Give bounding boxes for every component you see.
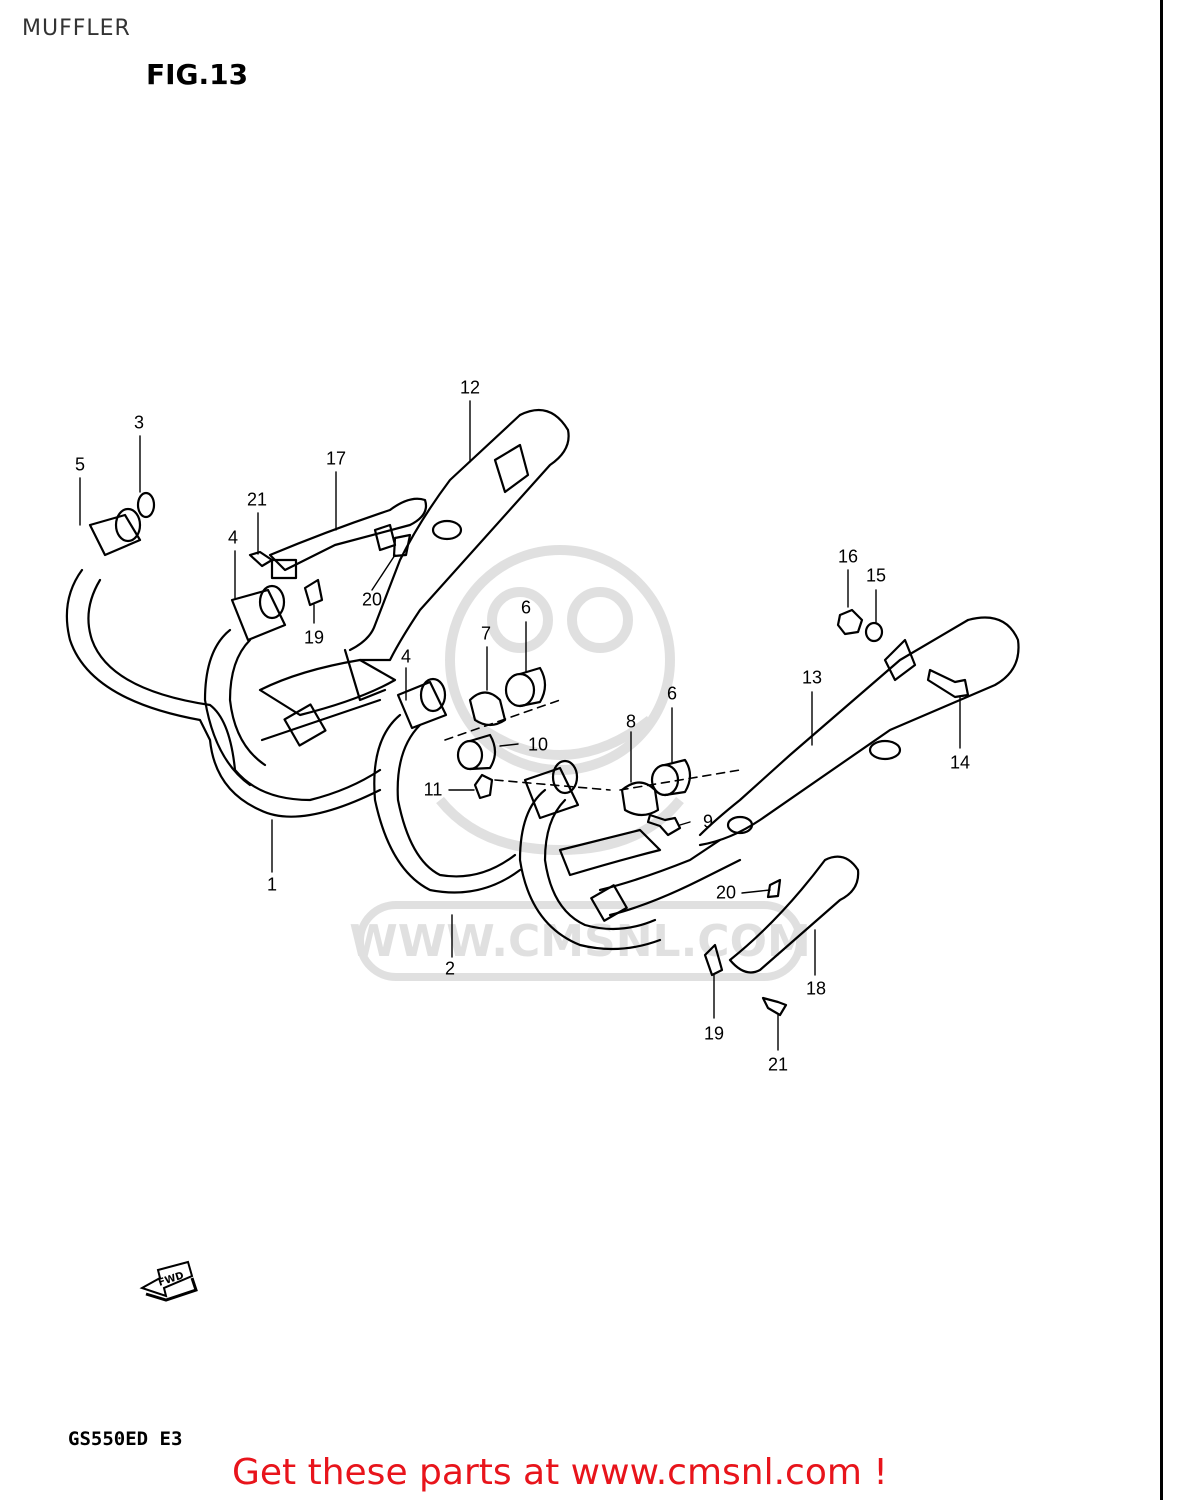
callout-6a: 6 — [520, 597, 532, 618]
callout-14: 14 — [949, 752, 971, 773]
figure-label: FIG.13 — [146, 58, 249, 91]
callout-19a: 19 — [303, 627, 325, 648]
damper-10 — [456, 733, 497, 771]
callout-18: 18 — [805, 978, 827, 999]
callout-11: 11 — [423, 779, 443, 800]
callout-9: 9 — [702, 811, 714, 832]
leader-lines — [79, 400, 961, 1051]
callout-19b: 19 — [703, 1023, 725, 1044]
callout-10: 10 — [527, 734, 549, 755]
bracket-19a — [303, 578, 324, 607]
bolt-11 — [473, 773, 494, 800]
joint-5 — [88, 507, 142, 557]
callout-7: 7 — [480, 623, 492, 644]
page-title: MUFFLER — [22, 16, 131, 41]
exhaust-pipe-1 — [65, 568, 397, 818]
callout-4b: 4 — [400, 646, 412, 667]
gasket-3 — [136, 491, 156, 519]
clamp-8 — [620, 781, 660, 817]
callout-21b: 21 — [767, 1054, 789, 1075]
callout-4a: 4 — [227, 527, 239, 548]
bracket-20a — [392, 533, 412, 558]
model-code: GS550ED E3 — [68, 1428, 183, 1450]
alignment-lines — [444, 699, 741, 791]
cover-17 — [268, 497, 428, 580]
joint-4c — [523, 759, 580, 820]
muffler-13 — [698, 616, 1020, 847]
callout-17: 17 — [325, 448, 347, 469]
bolt-21a — [248, 550, 274, 568]
callout-13: 13 — [801, 667, 823, 688]
sleeve-6b — [650, 758, 692, 797]
bolt-21b — [761, 996, 788, 1017]
callout-20b: 20 — [715, 882, 737, 903]
fwd-arrow-icon: FWD — [139, 1260, 198, 1302]
callout-6b: 6 — [666, 683, 678, 704]
nut-16 — [836, 608, 864, 636]
joint-4b — [396, 677, 448, 730]
cover-18 — [728, 855, 860, 974]
callout-21a: 21 — [246, 489, 268, 510]
muffler-12 — [343, 408, 570, 702]
bolt-14 — [926, 668, 970, 699]
callout-16: 16 — [837, 546, 859, 567]
callout-20a: 20 — [361, 589, 383, 610]
callout-1: 1 — [266, 874, 278, 895]
joint-4a — [230, 584, 287, 642]
sleeve-6a — [504, 666, 547, 708]
bracket-19b — [703, 943, 724, 977]
promo-link[interactable]: Get these parts at www.cmsnl.com ! — [232, 1452, 888, 1493]
callout-12: 12 — [459, 377, 481, 398]
callout-8: 8 — [625, 711, 637, 732]
callout-2: 2 — [444, 958, 456, 979]
clamp-7 — [468, 691, 507, 727]
page-border — [1160, 0, 1163, 1500]
watermark-text: WWW.CMSNL.COM — [349, 916, 811, 967]
callout-5: 5 — [74, 454, 86, 475]
bolt-9 — [646, 813, 682, 837]
callout-3: 3 — [133, 412, 145, 433]
washer-15 — [864, 621, 884, 643]
bracket-20b — [766, 878, 782, 899]
exhaust-pipe-2 — [373, 713, 742, 951]
callout-15: 15 — [865, 565, 887, 586]
watermark: WWW.CMSNL.COM — [349, 545, 811, 981]
